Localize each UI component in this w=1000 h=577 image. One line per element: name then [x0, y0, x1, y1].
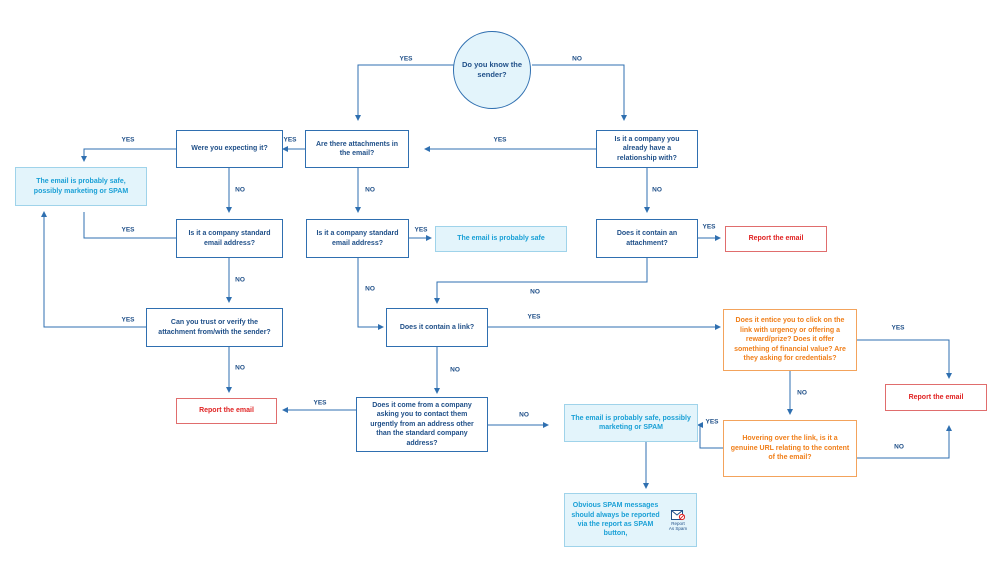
edge-label-no: NO	[235, 364, 245, 372]
question-text: Can you trust or verify the attachment f…	[158, 319, 271, 336]
question-trust-attachment: Can you trust or verify the attachment f…	[146, 308, 283, 347]
question-relationship: Is it a company you already have a relat…	[596, 130, 698, 168]
question-expecting: Were you expecting it?	[176, 130, 283, 168]
report-spam-icon	[671, 509, 685, 520]
edge-label-no: NO	[365, 285, 375, 293]
connector	[41, 211, 146, 328]
outcome-text: The email is probably safe, possibly mar…	[571, 414, 691, 431]
question-text: Hovering over the link, is it a genuine …	[730, 435, 850, 462]
edge-label-yes: YES	[702, 223, 716, 231]
spam-report-note: Obvious SPAM messages should always be r…	[564, 493, 697, 547]
edge-label-yes: YES	[705, 418, 719, 426]
edge-label-yes: YES	[121, 316, 135, 324]
edge-label-no: NO	[572, 55, 582, 63]
question-hover-link: Hovering over the link, is it a genuine …	[723, 420, 857, 477]
question-contain-attachment: Does it contain an attachment?	[596, 219, 698, 258]
question-text: Is it a company you already have a relat…	[614, 135, 680, 162]
question-text: Does it come from a company asking you t…	[370, 401, 474, 447]
edge-label-yes: YES	[891, 324, 905, 332]
edge-label-yes: YES	[399, 55, 413, 63]
start-question-text: Do you know the sender?	[462, 59, 522, 79]
question-standard-address-mid: Is it a company standard email address?	[306, 219, 409, 258]
outcome-safe-marketing-left: The email is probably safe, possibly mar…	[15, 167, 147, 206]
edge-label-no: NO	[365, 186, 375, 194]
connector	[857, 339, 952, 379]
connector	[532, 64, 627, 121]
question-contain-link: Does it contain a link?	[386, 308, 488, 347]
question-text: Does it contain an attachment?	[616, 230, 678, 247]
report-spam-button[interactable]: Report As Spam	[664, 509, 692, 532]
edge-label-no: NO	[797, 389, 807, 397]
edge-label-no: NO	[652, 186, 662, 194]
edge-label-no: NO	[235, 276, 245, 284]
edge-label-no: NO	[519, 411, 529, 419]
connector	[857, 425, 952, 459]
question-text: Are there attachments in the email?	[315, 140, 399, 157]
report-spam-label-2: As Spam	[668, 526, 688, 531]
question-text: Were you expecting it?	[191, 145, 268, 153]
edge-label-yes: YES	[527, 313, 541, 321]
edge-label-no: NO	[530, 288, 540, 296]
connector	[357, 258, 384, 330]
start-decision-circle: Do you know the sender?	[453, 31, 531, 109]
connector	[81, 148, 176, 162]
report-text: Report the email	[908, 393, 964, 401]
report-text: Report the email	[199, 407, 254, 415]
question-text: Is it a company standard email address?	[188, 230, 271, 247]
question-attachments: Are there attachments in the email?	[305, 130, 409, 168]
report-text: Report the email	[748, 235, 804, 243]
question-standard-address-left: Is it a company standard email address?	[176, 219, 283, 258]
report-spam-label-1: Report	[671, 520, 685, 526]
edge-label-yes: YES	[313, 399, 327, 407]
edge-label-no: NO	[450, 366, 460, 374]
edge-label-yes: YES	[493, 136, 507, 144]
outcome-safe: The email is probably safe	[435, 226, 567, 252]
connector	[697, 422, 723, 449]
question-text: Is it a company standard email address?	[316, 230, 399, 247]
outcome-report-email-top: Report the email	[725, 226, 827, 252]
connector	[355, 64, 458, 121]
edge-label-no: NO	[235, 186, 245, 194]
outcome-report-email-right: Report the email	[885, 384, 987, 411]
edge-label-no: NO	[894, 443, 904, 451]
edge-label-yes: YES	[283, 136, 297, 144]
connector	[434, 258, 648, 304]
question-urgent-contact: Does it come from a company asking you t…	[356, 397, 488, 452]
outcome-text: The email is probably safe	[457, 235, 545, 243]
edge-label-yes: YES	[121, 226, 135, 234]
outcome-text: The email is probably safe, possibly mar…	[33, 178, 129, 195]
outcome-safe-marketing-mid: The email is probably safe, possibly mar…	[564, 404, 698, 442]
outcome-report-email-left: Report the email	[176, 398, 277, 424]
question-entice-click: Does it entice you to click on the link …	[723, 309, 857, 371]
edge-label-yes: YES	[414, 226, 428, 234]
question-text: Does it contain a link?	[399, 323, 475, 331]
question-text: Does it entice you to click on the link …	[734, 317, 846, 363]
connector	[83, 212, 176, 239]
edge-label-yes: YES	[121, 136, 135, 144]
spam-note-text: Obvious SPAM messages should always be r…	[571, 502, 660, 538]
